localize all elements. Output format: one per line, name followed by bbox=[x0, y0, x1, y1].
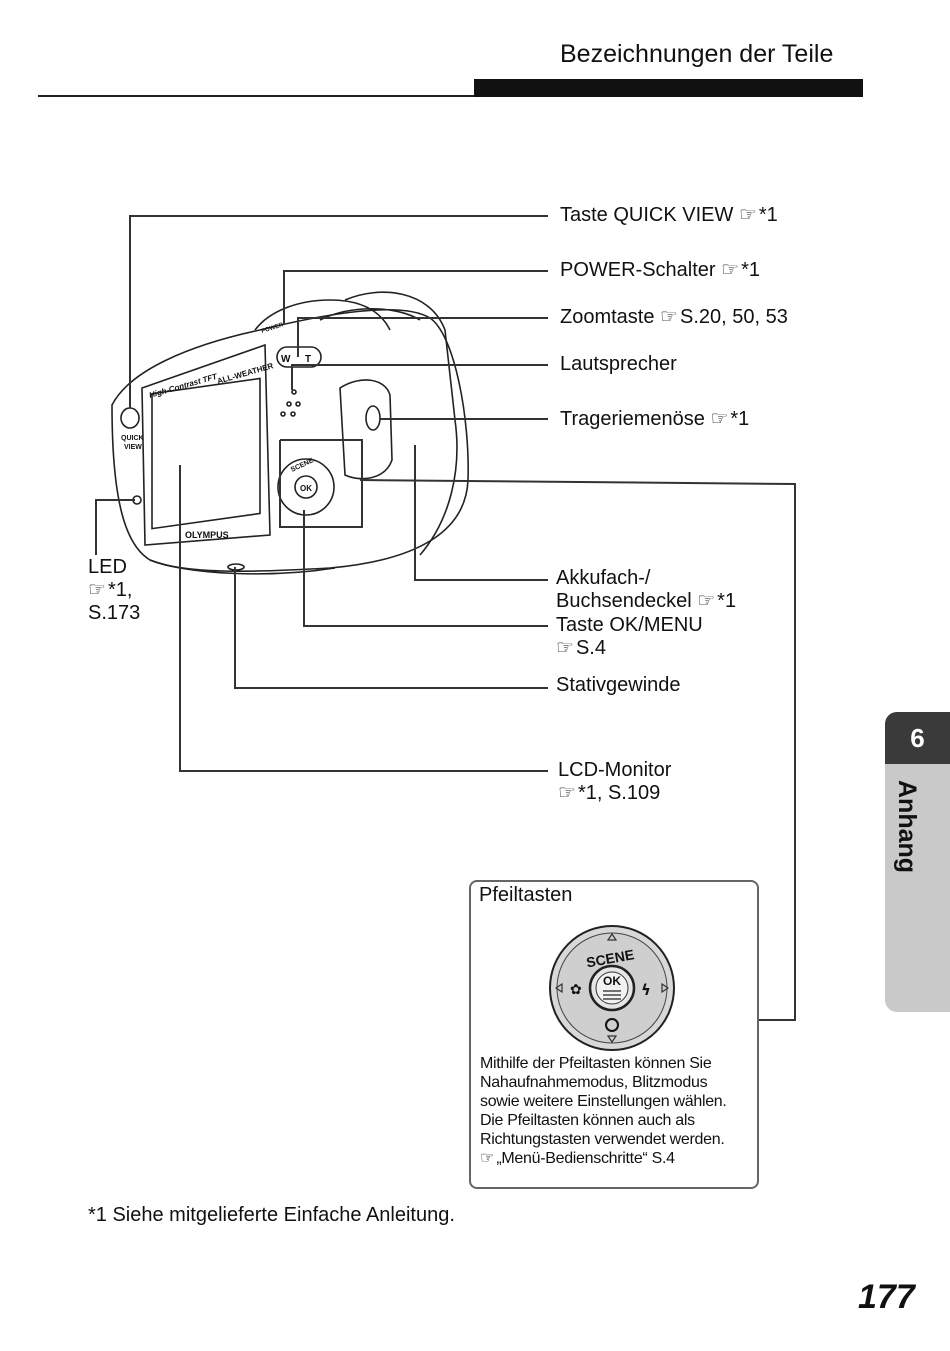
label-lcd: LCD-Monitor ☞*1, S.109 bbox=[558, 759, 672, 804]
label-power: POWER-Schalter ☞*1 bbox=[560, 259, 760, 281]
label-led: LED ☞*1, S.173 bbox=[88, 556, 141, 624]
hand-pointer-icon: ☞ bbox=[721, 259, 739, 281]
chapter-number: 6 bbox=[885, 712, 950, 764]
label-strap: Trageriemenöse ☞*1 bbox=[560, 408, 750, 430]
label-speaker: Lautsprecher bbox=[560, 353, 677, 375]
footnote: *1 Siehe mitgelieferte Einfache Anleitun… bbox=[88, 1204, 455, 1226]
chapter-label: Anhang bbox=[893, 780, 921, 874]
self-timer-icon bbox=[605, 1018, 619, 1032]
label-okmenu: Taste OK/MENU ☞S.4 bbox=[556, 614, 703, 659]
hand-pointer-icon: ☞ bbox=[558, 782, 576, 804]
label-battery: Akkufach-/ Buchsendeckel ☞*1 bbox=[556, 567, 737, 612]
label-tripod: Stativgewinde bbox=[556, 674, 681, 696]
flash-icon: ϟ bbox=[641, 981, 651, 999]
hand-pointer-icon: ☞ bbox=[556, 637, 574, 659]
camera-zoom-t: T bbox=[305, 354, 311, 365]
hand-pointer-icon: ☞ bbox=[697, 590, 715, 612]
macro-icon: ✿ bbox=[570, 982, 582, 998]
hand-pointer-icon: ☞ bbox=[710, 408, 728, 430]
label-quick-view: Taste QUICK VIEW ☞*1 bbox=[560, 204, 778, 226]
camera-quick-text-2: VIEW bbox=[124, 444, 142, 451]
header-rule-thin bbox=[38, 95, 476, 97]
arrow-keys-title: Pfeiltasten bbox=[479, 884, 573, 906]
hand-pointer-icon: ☞ bbox=[660, 306, 678, 328]
hand-pointer-icon: ☞ bbox=[88, 579, 106, 601]
hand-pointer-icon: ☞ bbox=[738, 204, 757, 226]
page-title: Bezeichnungen der Teile bbox=[560, 40, 834, 68]
hand-pointer-icon: ☞ bbox=[480, 1150, 494, 1167]
arrow-keys-description: Mithilfe der Pfeiltasten können Sie Naha… bbox=[480, 1055, 727, 1167]
camera-brand: OLYMPUS bbox=[185, 530, 229, 540]
label-zoom: Zoomtaste ☞S.20, 50, 53 bbox=[560, 306, 788, 328]
camera-zoom-w: W bbox=[281, 354, 291, 365]
dial-ok-label: OK bbox=[603, 974, 621, 988]
camera-quick-text-1: QUICK bbox=[121, 435, 144, 442]
camera-dial-ok: OK bbox=[300, 484, 312, 493]
header-rule-thick bbox=[474, 79, 863, 97]
page-number: 177 bbox=[858, 1278, 915, 1316]
